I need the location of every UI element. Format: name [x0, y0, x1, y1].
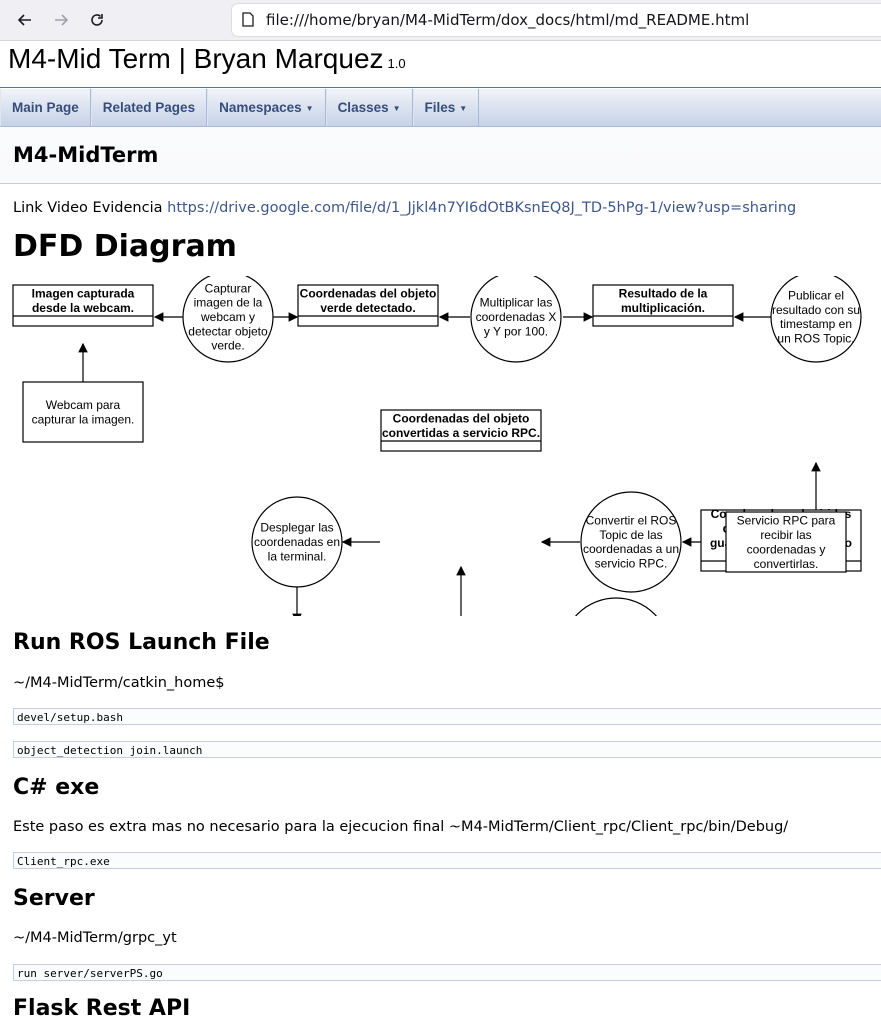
- entity-label: Webcam para: [46, 398, 121, 412]
- code-block: devel/setup.bash: [13, 708, 881, 725]
- tab-label: Main Page: [12, 100, 79, 115]
- process-label: servicio RPC.: [595, 556, 668, 570]
- process-label: Topic de las: [599, 528, 662, 542]
- process-label: un ROS Topic.: [777, 331, 854, 345]
- tab-label: Related Pages: [102, 100, 196, 115]
- ros-heading: Run ROS Launch File: [13, 630, 270, 655]
- tab-main-page[interactable]: Main Page: [0, 89, 91, 126]
- data-store-label: convertidas a servicio RPC.: [382, 426, 540, 440]
- forward-arrow-icon: [55, 14, 69, 26]
- data-store-label: verde detectado.: [320, 301, 415, 315]
- process-label: verde.: [211, 339, 244, 353]
- data-store-label: Imagen capturada: [32, 286, 135, 300]
- process-label: la terminal.: [268, 549, 327, 563]
- entity-label: Servicio RPC para: [737, 513, 836, 527]
- data-store-label: Resultado de la: [619, 286, 708, 300]
- reload-button[interactable]: [85, 8, 109, 32]
- project-name-text: M4-Mid Term | Bryan Marquez: [8, 43, 384, 74]
- tab-files[interactable]: Files▼: [412, 89, 480, 126]
- tab-namespaces[interactable]: Namespaces▼: [207, 89, 326, 126]
- tab-related-pages[interactable]: Related Pages: [90, 89, 208, 126]
- process-label: coordenadas en: [254, 535, 340, 549]
- process-label: Convertir el ROS: [586, 514, 677, 528]
- data-store-label: multiplicación.: [621, 301, 705, 315]
- nav-tabs: Main Page Related Pages Namespaces▼ Clas…: [0, 88, 881, 127]
- back-button[interactable]: [13, 8, 37, 32]
- server-heading: Server: [13, 886, 95, 911]
- video-link[interactable]: https://drive.google.com/file/d/1_Jjkl4n…: [167, 200, 797, 216]
- entity-label: coordenadas y: [747, 542, 826, 556]
- tab-label: Files: [424, 100, 456, 115]
- dropdown-caret-icon: ▼: [392, 103, 401, 113]
- dfd-heading: DFD Diagram: [13, 229, 237, 264]
- process-label: imagen de la: [194, 296, 263, 310]
- entity-label: capturar la imagen.: [32, 412, 135, 426]
- data-store-label: Coordenadas del objeto: [300, 286, 437, 300]
- address-bar[interactable]: file:///home/bryan/M4-MidTerm/dox_docs/h…: [232, 4, 881, 36]
- tab-label: Namespaces: [219, 100, 302, 115]
- dropdown-caret-icon: ▼: [305, 103, 314, 113]
- process-label: detectar objeto: [188, 324, 268, 338]
- process-label: Desplegar las: [260, 521, 333, 535]
- server-path: ~/M4-MidTerm/grpc_yt: [13, 930, 177, 946]
- page-icon: [242, 12, 254, 27]
- csharp-heading: C# exe: [13, 775, 100, 800]
- page-content: Link Video Evidencia https://drive.googl…: [0, 184, 881, 1021]
- video-label: Link Video Evidencia: [13, 200, 163, 216]
- code-block: object_detection join.launch: [13, 741, 881, 758]
- process-label: webcam y: [200, 310, 255, 324]
- url-text: file:///home/bryan/M4-MidTerm/dox_docs/h…: [266, 11, 750, 29]
- reload-icon: [91, 14, 103, 26]
- video-line: Link Video Evidencia https://drive.googl…: [13, 200, 796, 216]
- page-title: M4-MidTerm: [13, 143, 159, 167]
- tab-label: Classes: [337, 100, 389, 115]
- project-number: 1.0: [387, 56, 406, 71]
- process-label: coordenadas X: [476, 310, 557, 324]
- process-label: Publicar el: [788, 289, 844, 303]
- forward-button[interactable]: [49, 8, 73, 32]
- page-header: M4-MidTerm: [0, 127, 881, 184]
- tab-classes[interactable]: Classes▼: [325, 89, 413, 126]
- data-store-label: Coordenadas del objeto: [393, 411, 530, 425]
- back-arrow-icon: [17, 14, 31, 26]
- browser-toolbar: file:///home/bryan/M4-MidTerm/dox_docs/h…: [0, 0, 881, 41]
- process-label: timestamp en: [780, 317, 852, 331]
- process-label: coordenadas a un: [583, 542, 679, 556]
- process-label: y Y por 100.: [484, 324, 548, 338]
- process-label: Multiplicar las: [480, 296, 553, 310]
- csharp-text: Este paso es extra mas no necesario para…: [13, 819, 789, 835]
- entity-label: recibir las: [760, 528, 811, 542]
- process-label: resultado con su: [772, 303, 860, 317]
- code-block: run server/serverPS.go: [13, 964, 881, 981]
- process-label: Capturar: [205, 281, 252, 295]
- data-store-label: desde la webcam.: [32, 301, 134, 315]
- dropdown-caret-icon: ▼: [459, 103, 468, 113]
- entity-label: convertirlas.: [754, 557, 819, 571]
- code-block: Client_rpc.exe: [13, 852, 881, 869]
- ros-path: ~/M4-MidTerm/catkin_home$: [13, 675, 225, 691]
